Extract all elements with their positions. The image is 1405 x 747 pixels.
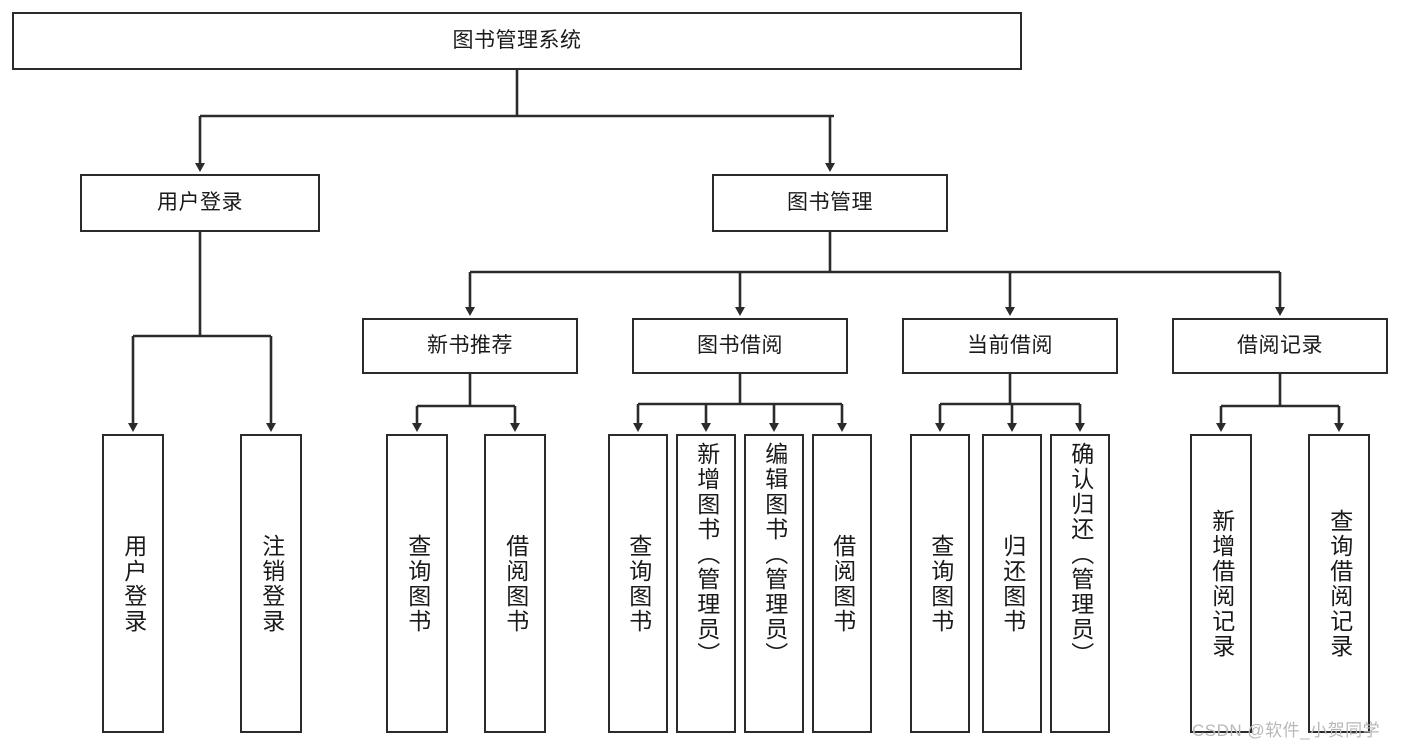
node-leaf-query-book-recommend-label: 查询图书: [404, 533, 431, 634]
node-leaf-confirm-return[interactable]: 确认归还（管理员）: [1050, 434, 1110, 733]
node-leaf-user-login[interactable]: 用户登录: [102, 434, 164, 733]
node-leaf-add-record-label: 新增借阅记录: [1208, 508, 1235, 659]
node-leaf-logout[interactable]: 注销登录: [240, 434, 302, 733]
node-leaf-query-record-label: 查询借阅记录: [1326, 508, 1353, 659]
node-leaf-query-book-current-label: 查询图书: [927, 533, 954, 634]
node-leaf-return-book-label: 归还图书: [999, 533, 1026, 634]
node-borrow-record-label: 借阅记录: [1237, 334, 1323, 358]
node-current-borrow-label: 当前借阅: [967, 334, 1053, 358]
node-leaf-query-book-current[interactable]: 查询图书: [910, 434, 970, 733]
node-leaf-confirm-return-label: 确认归还（管理员）: [1067, 442, 1094, 667]
node-leaf-borrow-book[interactable]: 借阅图书: [812, 434, 872, 733]
node-current-borrow[interactable]: 当前借阅: [902, 318, 1118, 374]
node-user-login[interactable]: 用户登录: [80, 174, 320, 232]
node-leaf-query-book-borrow-label: 查询图书: [625, 533, 652, 634]
node-borrow-record[interactable]: 借阅记录: [1172, 318, 1388, 374]
node-leaf-user-login-label: 用户登录: [120, 533, 147, 634]
node-leaf-query-book-borrow[interactable]: 查询图书: [608, 434, 668, 733]
node-root[interactable]: 图书管理系统: [12, 12, 1022, 70]
node-book-borrow[interactable]: 图书借阅: [632, 318, 848, 374]
node-leaf-logout-label: 注销登录: [258, 533, 285, 634]
csdn-watermark: CSDN @软件_小贺同学: [1192, 721, 1381, 740]
node-leaf-edit-book[interactable]: 编辑图书（管理员）: [744, 434, 804, 733]
node-book-borrow-label: 图书借阅: [697, 334, 783, 358]
node-leaf-borrow-book-label: 借阅图书: [829, 533, 856, 634]
node-new-book-recommend-label: 新书推荐: [427, 334, 513, 358]
node-leaf-return-book[interactable]: 归还图书: [982, 434, 1042, 733]
node-leaf-query-record[interactable]: 查询借阅记录: [1308, 434, 1370, 733]
node-root-label: 图书管理系统: [452, 29, 582, 53]
node-leaf-add-book-label: 新增图书（管理员）: [693, 442, 720, 667]
node-leaf-add-book[interactable]: 新增图书（管理员）: [676, 434, 736, 733]
node-leaf-edit-book-label: 编辑图书（管理员）: [761, 442, 788, 667]
node-book-manage-label: 图书管理: [787, 191, 873, 215]
node-book-manage[interactable]: 图书管理: [712, 174, 948, 232]
node-leaf-query-book-recommend[interactable]: 查询图书: [386, 434, 448, 733]
node-leaf-add-record[interactable]: 新增借阅记录: [1190, 434, 1252, 733]
node-user-login-label: 用户登录: [157, 191, 243, 215]
node-leaf-borrow-book-recommend[interactable]: 借阅图书: [484, 434, 546, 733]
node-leaf-borrow-book-recommend-label: 借阅图书: [502, 533, 529, 634]
node-new-book-recommend[interactable]: 新书推荐: [362, 318, 578, 374]
